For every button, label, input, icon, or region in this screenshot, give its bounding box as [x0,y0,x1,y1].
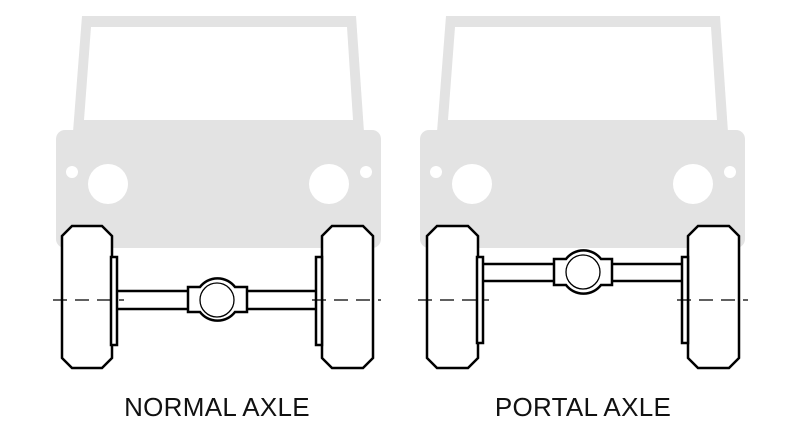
hub-left [475,255,485,345]
differential [565,254,601,290]
headlight-left [452,164,492,204]
headlight-right [309,164,349,204]
vehicle-body [420,16,745,248]
vehicle-body [56,16,381,248]
normal-axle-vehicle [56,16,381,248]
normal-axle-label: NORMAL AXLE [124,392,310,422]
differential [199,282,235,318]
hub-right [314,255,324,347]
portal-axle-label: PORTAL AXLE [494,392,672,422]
wheel-left [425,224,480,370]
wheel-left [60,224,114,370]
hub-left [109,255,119,347]
headlight-left [88,164,128,204]
portal-axle-assembly [418,224,748,370]
wheel-right [686,224,741,370]
portal-axle-vehicle [420,16,745,248]
normal-axle-assembly [53,224,381,370]
wheel-right [320,224,375,370]
headlight-right [673,164,713,204]
